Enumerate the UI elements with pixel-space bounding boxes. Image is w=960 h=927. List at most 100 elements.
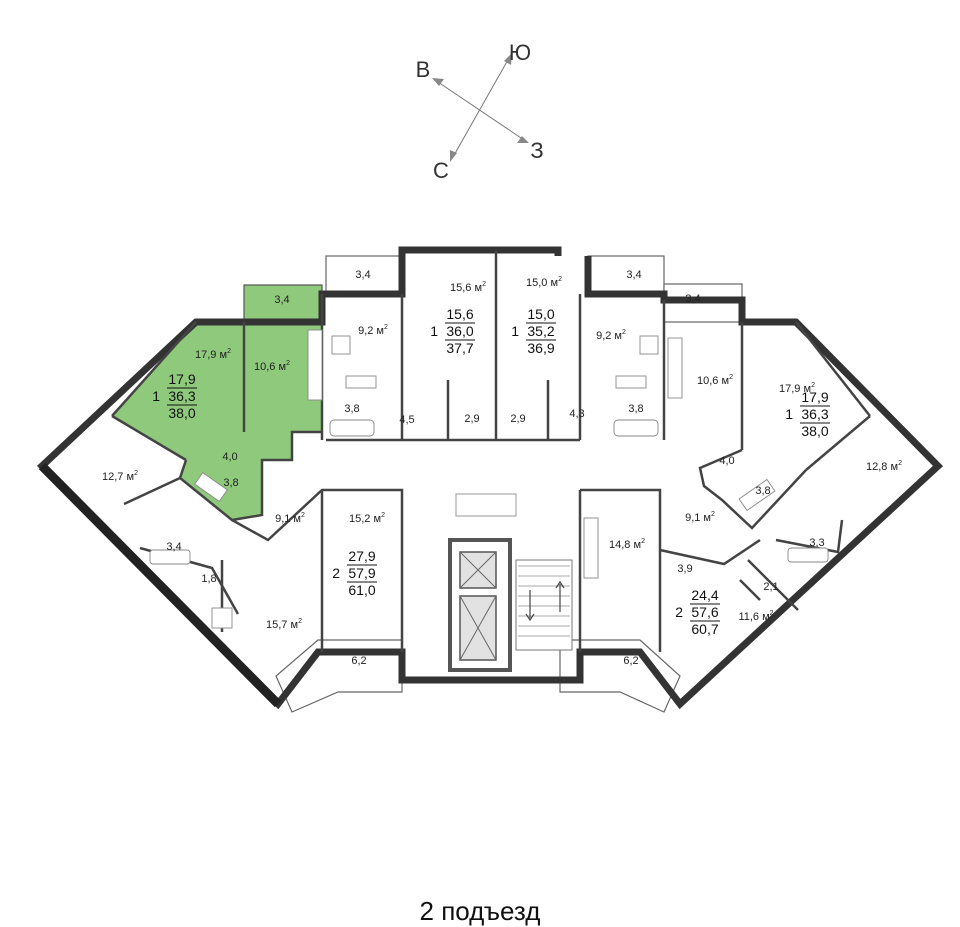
room-label: 3,8: [344, 403, 359, 415]
unit-power: 2: [770, 610, 774, 617]
unit-power: 2: [558, 276, 562, 283]
living-value: 17,9: [168, 371, 195, 387]
unit-power: 2: [227, 348, 231, 355]
balcony: [275, 639, 403, 713]
balconies: [275, 255, 743, 713]
unit-power: 2: [898, 460, 902, 467]
rooms-value: 2: [675, 604, 683, 620]
unit-power: 2: [811, 382, 815, 389]
room-label: 4,3: [569, 408, 584, 420]
rooms-value: 1: [152, 388, 160, 404]
balcony: [559, 639, 681, 713]
unit-power: 2: [301, 512, 305, 519]
compass-arrow-n: [504, 53, 512, 65]
rooms-value: 1: [511, 323, 519, 339]
room-label: 3,8: [223, 477, 238, 489]
with_balcony-value: 60,7: [691, 621, 718, 637]
sink-icon: [615, 375, 647, 389]
apartment-highlight[interactable]: [112, 284, 323, 520]
room-label: 3,3: [809, 537, 824, 549]
unit-power: 2: [482, 281, 486, 288]
unit-label: м: [700, 512, 711, 524]
kitchen-counter-icon: [667, 337, 683, 399]
compass-arrow-w: [432, 78, 444, 86]
room-label: 9,2 м2: [358, 324, 388, 337]
apartment-summary: 15,0 1 35,236,9: [511, 306, 556, 356]
room-label: 15,2 м2: [349, 512, 385, 525]
with_balcony-value: 36,9: [527, 340, 554, 356]
stove-icon: [639, 335, 659, 355]
unit-power: 2: [729, 374, 733, 381]
living-value: 15,0: [527, 306, 554, 322]
room-label: 3,8: [755, 485, 770, 497]
unit-label: м: [759, 611, 770, 623]
with_balcony-value: 61,0: [348, 582, 375, 598]
stairs: [515, 559, 573, 651]
room-label: 3,9: [677, 563, 692, 575]
stove-icon: [211, 607, 233, 629]
room-label: 12,7 м2: [102, 470, 138, 483]
unit-power: 2: [384, 324, 388, 331]
bathtub-icon: [738, 478, 776, 512]
bathtub-icon: [613, 419, 659, 437]
room-label: 2,1: [763, 581, 778, 593]
unit-power: 2: [622, 329, 626, 336]
unit-label: м: [611, 330, 622, 342]
unit-label: м: [373, 325, 384, 337]
stove-icon: [331, 335, 351, 355]
with_balcony-value: 38,0: [168, 405, 195, 421]
core: [448, 493, 573, 672]
bathtub-icon: [787, 547, 829, 563]
living-value: 24,4: [691, 587, 718, 603]
living-value: 15,6: [446, 306, 473, 322]
room-label: 3,4: [626, 269, 641, 281]
room-label: 15,6 м2: [450, 281, 486, 294]
apartment-summary: 24,4 2 57,660,7: [675, 587, 720, 637]
unit-power: 2: [286, 360, 290, 367]
unit-label: м: [471, 282, 482, 294]
total-value: 36,3: [801, 406, 828, 422]
compass: Ю В С З: [416, 40, 544, 183]
unit-label: м: [275, 361, 286, 373]
room-label: 6,2: [351, 655, 366, 667]
compass-label-e: З: [530, 138, 543, 163]
entrance-caption: 2 подъезд: [419, 896, 541, 926]
fixtures: [149, 329, 829, 629]
bathtub-icon: [149, 549, 191, 565]
room-label: 12,8 м2: [866, 460, 902, 473]
room-label: 17,9 м2: [195, 348, 231, 361]
unit-label: м: [630, 539, 641, 551]
compass-label-s: С: [433, 158, 449, 183]
room-label: 15,0 м2: [526, 276, 562, 289]
compass-label-n: Ю: [509, 40, 531, 65]
unit-power: 2: [298, 618, 302, 625]
with_balcony-value: 37,7: [446, 340, 473, 356]
unit-label: м: [287, 619, 298, 631]
rooms-value: 1: [785, 406, 793, 422]
rooms-value: 1: [430, 323, 438, 339]
room-label: 9,1 м2: [685, 511, 715, 524]
interior-walls: [111, 250, 871, 652]
total-value: 35,2: [527, 323, 554, 339]
unit-power: 2: [711, 511, 715, 518]
compass-arrow-s: [450, 150, 457, 162]
room-label: 9,2 м2: [596, 329, 626, 342]
unit-label: м: [718, 375, 729, 387]
kitchen-counter-icon: [307, 329, 323, 401]
total-value: 57,6: [691, 604, 718, 620]
unit-label: м: [370, 513, 381, 525]
unit-label: м: [547, 277, 558, 289]
room-label: 3,4: [685, 293, 700, 305]
bathtub-icon: [329, 419, 375, 437]
bathtub-icon: [194, 472, 228, 502]
stairs-down-arrow-icon: [525, 613, 535, 622]
room-label: 3,8: [628, 403, 643, 415]
kitchen-counter-icon: [583, 517, 599, 579]
unit-label: м: [290, 513, 301, 525]
unit-power: 2: [381, 512, 385, 519]
room-label: 3,4: [355, 269, 370, 281]
total-value: 36,0: [446, 323, 473, 339]
room-label: 9,1 м2: [275, 512, 305, 525]
